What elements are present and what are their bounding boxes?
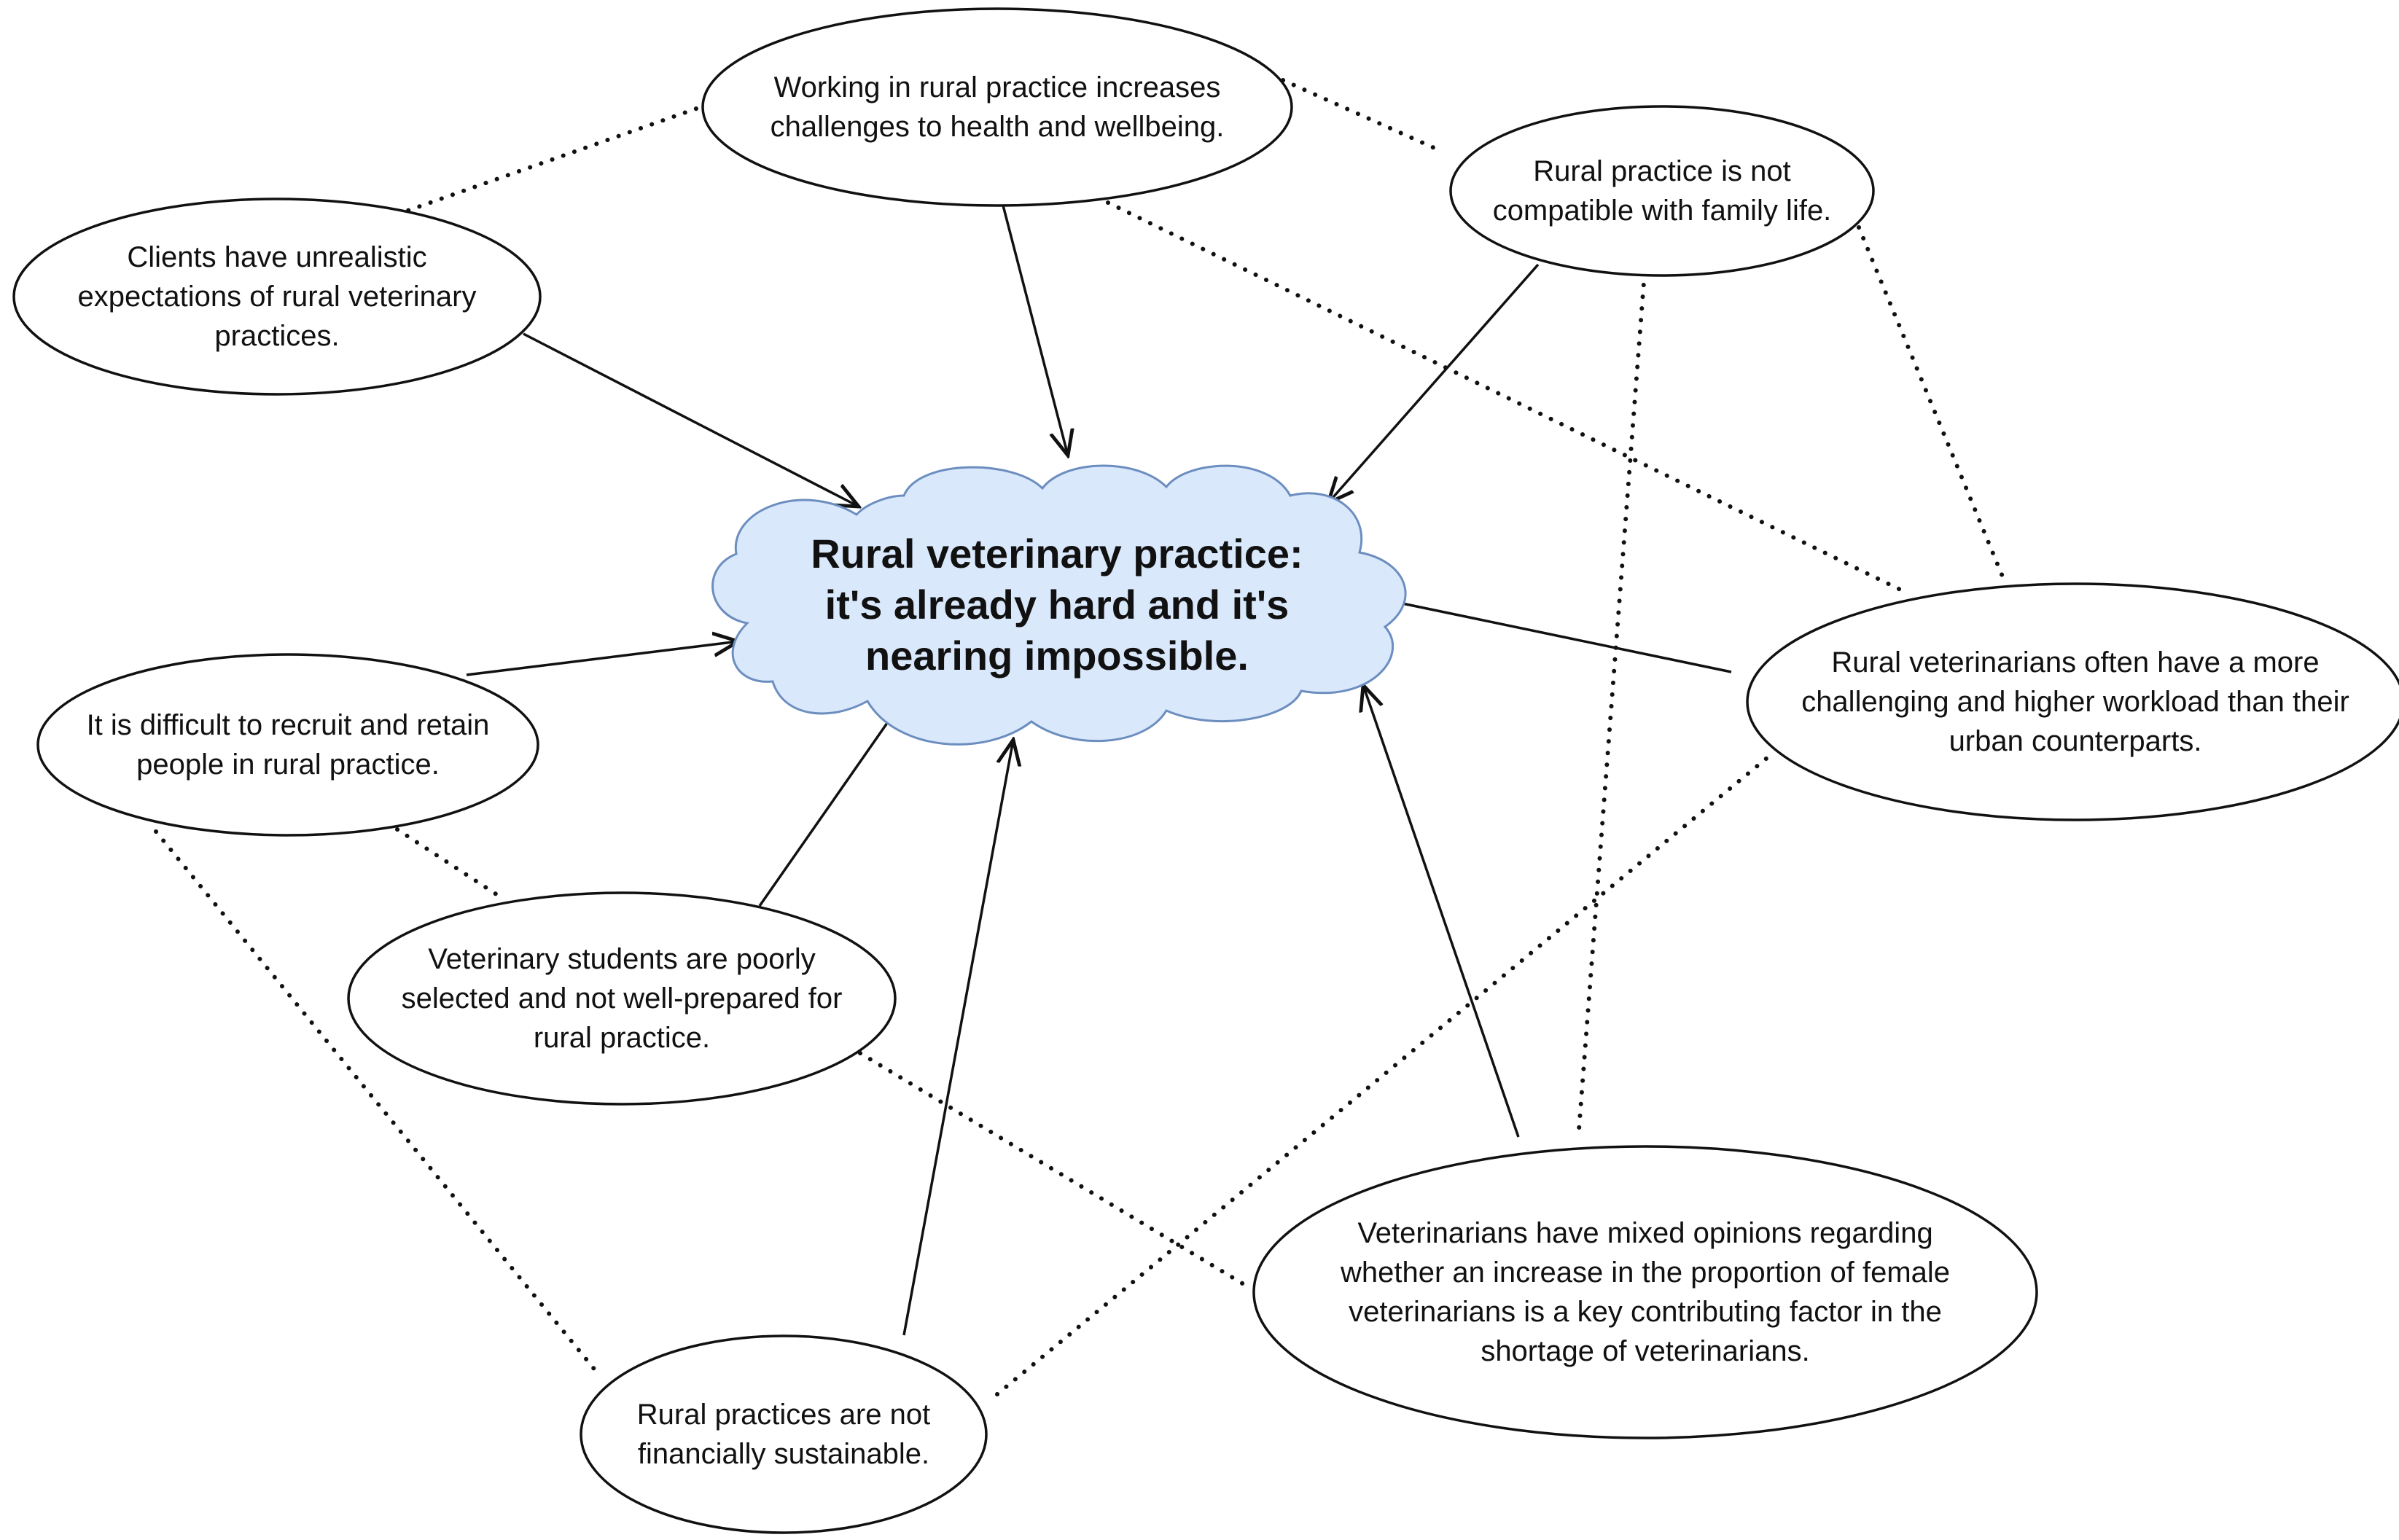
dotted-link-health-workload xyxy=(1106,200,1907,594)
center-cloud xyxy=(711,464,1407,746)
dotted-link-family-female xyxy=(1577,271,1647,1132)
node-health-text: Working in rural practice increases chal… xyxy=(770,71,1225,143)
arrow-financial-to-center xyxy=(902,740,1013,1336)
nodes xyxy=(12,7,2399,1534)
dotted-link-clients-health xyxy=(395,106,701,216)
node-female-text: Veterinarians have mixed opinions regard… xyxy=(1340,1217,1951,1367)
node-workload-text: Rural veterinarians often have a more ch… xyxy=(1801,646,2349,757)
node-female-ellipse xyxy=(1252,1145,2038,1439)
node-family-text: Rural practice is not compatible with fa… xyxy=(1492,155,1832,227)
node-students-text: Veterinary students are poorly selected … xyxy=(401,943,843,1054)
dotted-link-recruit-financial xyxy=(154,829,602,1378)
node-recruit-ellipse xyxy=(36,653,539,837)
node-family-ellipse xyxy=(1449,105,1875,277)
node-clients-ellipse xyxy=(12,198,542,396)
arrow-female-to-center xyxy=(1363,685,1520,1138)
center-claim: Rural veterinary practice: it's already … xyxy=(811,531,1303,679)
arrow-recruit-to-center xyxy=(466,641,738,676)
dotted-link-recruit-students xyxy=(395,827,505,901)
dotted-links xyxy=(154,78,2007,1396)
node-financial-text: Rural practices are not financially sust… xyxy=(636,1399,931,1470)
node-students-ellipse xyxy=(347,891,897,1106)
arrow-health-to-center xyxy=(1001,202,1068,456)
arrow-clients-to-center xyxy=(523,332,859,507)
node-workload-ellipse xyxy=(1746,582,2399,821)
node-health-ellipse xyxy=(701,7,1293,207)
node-recruit-text: It is difficult to recruit and retain pe… xyxy=(86,709,490,781)
dotted-link-family-workload xyxy=(1857,225,2007,584)
dotted-link-health-family xyxy=(1281,78,1440,152)
node-financial-ellipse xyxy=(580,1334,988,1534)
arrow-students-to-center xyxy=(758,701,902,907)
arrow-family-to-center xyxy=(1328,263,1540,503)
node-clients-text: Clients have unrealistic expectations of… xyxy=(77,241,477,352)
